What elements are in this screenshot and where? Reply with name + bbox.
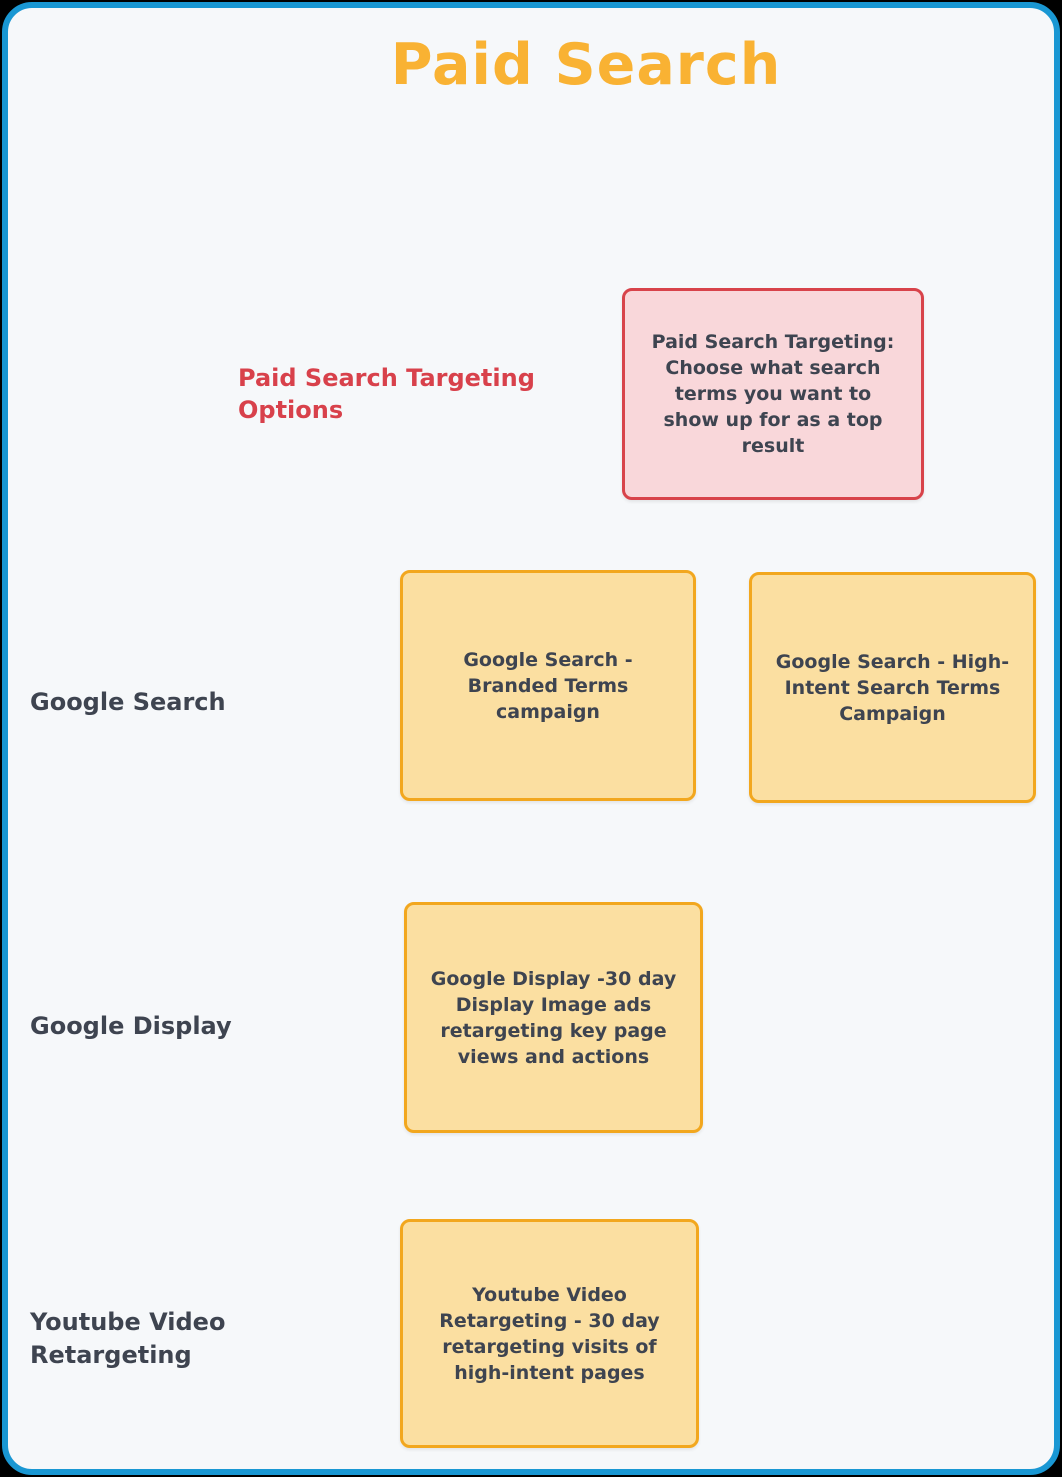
targeting-note-card[interactable]: Paid Search Targeting: Choose what searc… — [622, 288, 924, 500]
targeting-note-text: Paid Search Targeting: Choose what searc… — [651, 331, 895, 457]
row-label-google-search: Google Search — [30, 688, 226, 716]
card-google-search-high-intent[interactable]: Google Search - High-Intent Search Terms… — [749, 572, 1036, 803]
card-google-search-branded[interactable]: Google Search - Branded Terms campaign — [400, 570, 696, 801]
card-youtube-video-retargeting-text: Youtube Video Retargeting - 30 day retar… — [439, 1283, 660, 1384]
row-label-google-display: Google Display — [30, 1012, 232, 1040]
card-google-display-retargeting-text: Google Display -30 day Display Image ads… — [430, 967, 677, 1068]
row-label-youtube-video-retargeting: Youtube Video Retargeting — [30, 1308, 226, 1369]
card-google-search-high-intent-text: Google Search - High-Intent Search Terms… — [775, 650, 1010, 725]
targeting-options-label: Paid Search Targeting Options — [238, 364, 535, 424]
card-google-display-retargeting[interactable]: Google Display -30 day Display Image ads… — [404, 902, 703, 1133]
card-youtube-video-retargeting[interactable]: Youtube Video Retargeting - 30 day retar… — [400, 1219, 699, 1448]
page-title: Paid Search — [390, 32, 782, 98]
card-google-search-branded-text: Google Search - Branded Terms campaign — [463, 648, 633, 723]
